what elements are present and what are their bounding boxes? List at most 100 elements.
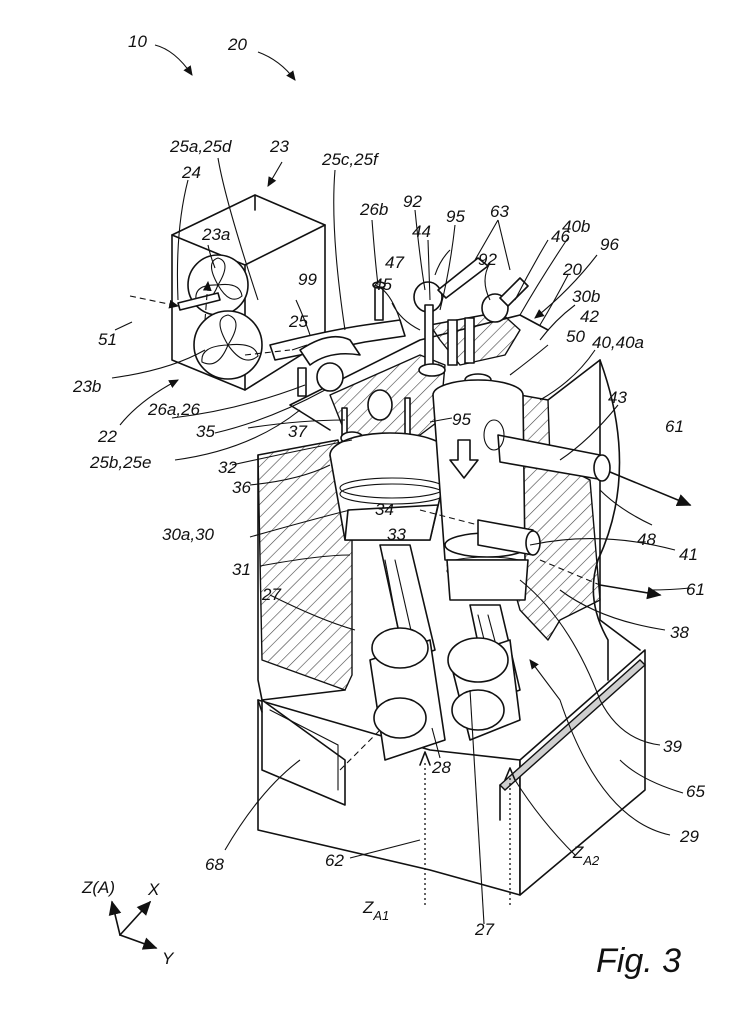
label-41: 41 — [679, 545, 698, 564]
label-62: 62 — [325, 851, 344, 870]
label-28: 28 — [431, 758, 451, 777]
crankshaft — [339, 627, 521, 771]
label-23b: 23b — [72, 377, 101, 396]
sensor-26a — [297, 367, 307, 397]
injector-46 — [464, 317, 475, 364]
exhaust-pipe-43-end — [593, 454, 611, 482]
label-65: 65 — [686, 782, 705, 801]
exhaust-pipe-43-start — [483, 419, 505, 451]
sensor-26b-cap — [372, 281, 386, 289]
crankcase-right-face — [519, 649, 646, 896]
rod-63b — [499, 277, 529, 307]
oil-sump-68 — [261, 699, 346, 806]
gasket-strip — [498, 659, 647, 791]
label-63: 63 — [490, 202, 509, 221]
label-27-left: 27 — [261, 585, 281, 604]
exhaust-arrow-61a — [609, 471, 692, 507]
leader-lines — [111, 44, 691, 925]
cylinder-1 — [329, 432, 451, 661]
label-23: 23 — [269, 137, 289, 156]
axis-za2-arrow — [504, 767, 516, 781]
label-51: 51 — [98, 330, 117, 349]
intake-pipe-24 — [177, 292, 221, 311]
label-35: 35 — [196, 422, 215, 441]
cylinder-head — [289, 257, 549, 466]
label-10: 10 — [128, 32, 147, 51]
valve-35 — [316, 362, 344, 392]
label-30a: 30a,30 — [162, 525, 215, 544]
axis-x-line — [119, 900, 152, 936]
label-92: 92 — [478, 250, 497, 269]
piston-1-body — [344, 504, 439, 541]
valve-head-3 — [418, 363, 446, 377]
exhaust-pipes — [419, 419, 692, 600]
label-40b: 40b — [562, 217, 590, 236]
label-25b: 25b,25e — [89, 453, 151, 472]
label-axis-y: Y — [162, 949, 175, 968]
label-46: 46 — [551, 227, 570, 246]
label-37: 37 — [288, 422, 307, 441]
label-48: 48 — [637, 530, 656, 549]
label-22: 22 — [97, 427, 117, 446]
crank-journal-1 — [371, 627, 429, 669]
intake-arrow-51 — [129, 295, 180, 309]
label-axis-x: X — [147, 880, 160, 899]
label-27-bottom: 27 — [474, 920, 494, 939]
label-50: 50 — [566, 327, 585, 346]
label-34: 34 — [375, 500, 394, 519]
head-hatched-right — [429, 311, 521, 366]
coordinate-system — [108, 900, 158, 950]
valve-37 — [367, 389, 393, 421]
curved-side-panel — [592, 359, 621, 681]
injector-45 — [447, 319, 458, 366]
figure-caption: Fig. 3 — [596, 942, 681, 980]
label-25c: 25c,25f — [321, 150, 380, 169]
axis-y-line — [119, 934, 158, 950]
exhaust-dash — [419, 509, 601, 586]
valve-92b — [481, 293, 509, 323]
axis-labels: ZA2 ZA1 Z(A) X Y — [81, 843, 600, 968]
label-29: 29 — [679, 827, 699, 846]
label-23a: 23a — [201, 225, 230, 244]
label-32: 32 — [218, 458, 237, 477]
injector-47 — [424, 304, 434, 366]
label-20-right: 20 — [562, 260, 582, 279]
axis-z-line — [108, 900, 122, 936]
airflow-arrow — [202, 280, 212, 321]
exhaust-arrow-61b — [599, 584, 662, 600]
label-96: 96 — [600, 235, 619, 254]
label-25a: 25a,25d — [169, 137, 232, 156]
flow-arrow — [449, 439, 479, 479]
label-95: 95 — [452, 410, 471, 429]
label-61-mid: 61 — [686, 580, 705, 599]
gasket-strip-edge — [257, 699, 501, 821]
label-45: 45 — [373, 275, 392, 294]
oil-sump-inner — [269, 709, 339, 791]
label-za1: ZA1 — [362, 898, 389, 923]
label-26b: 26b — [359, 200, 388, 219]
manifold-25 — [244, 319, 406, 366]
crank-journal-2 — [447, 637, 509, 683]
label-42: 42 — [580, 307, 599, 326]
block-left-wall — [257, 439, 353, 691]
crank-pin-2 — [451, 689, 505, 731]
label-33: 33 — [387, 525, 406, 544]
label-61-top: 61 — [665, 417, 684, 436]
label-43: 43 — [608, 388, 627, 407]
label-26a: 26a,26 — [147, 400, 201, 419]
reference-labels: 10 20 25a,25d 23 25c,25f 24 26b 92 63 95… — [72, 32, 705, 939]
label-68: 68 — [205, 855, 224, 874]
label-92-top: 92 — [403, 192, 422, 211]
crank-pin-1 — [373, 697, 427, 739]
label-25: 25 — [288, 312, 308, 331]
label-30b: 30b — [572, 287, 600, 306]
axis-za1-arrow — [419, 751, 431, 766]
label-44: 44 — [412, 222, 431, 241]
duct-99 — [299, 335, 361, 366]
label-95-top: 95 — [446, 207, 465, 226]
duct-dash — [244, 349, 291, 356]
piston-2-body — [446, 559, 529, 601]
label-za2: ZA2 — [572, 843, 600, 868]
label-36: 36 — [232, 478, 251, 497]
